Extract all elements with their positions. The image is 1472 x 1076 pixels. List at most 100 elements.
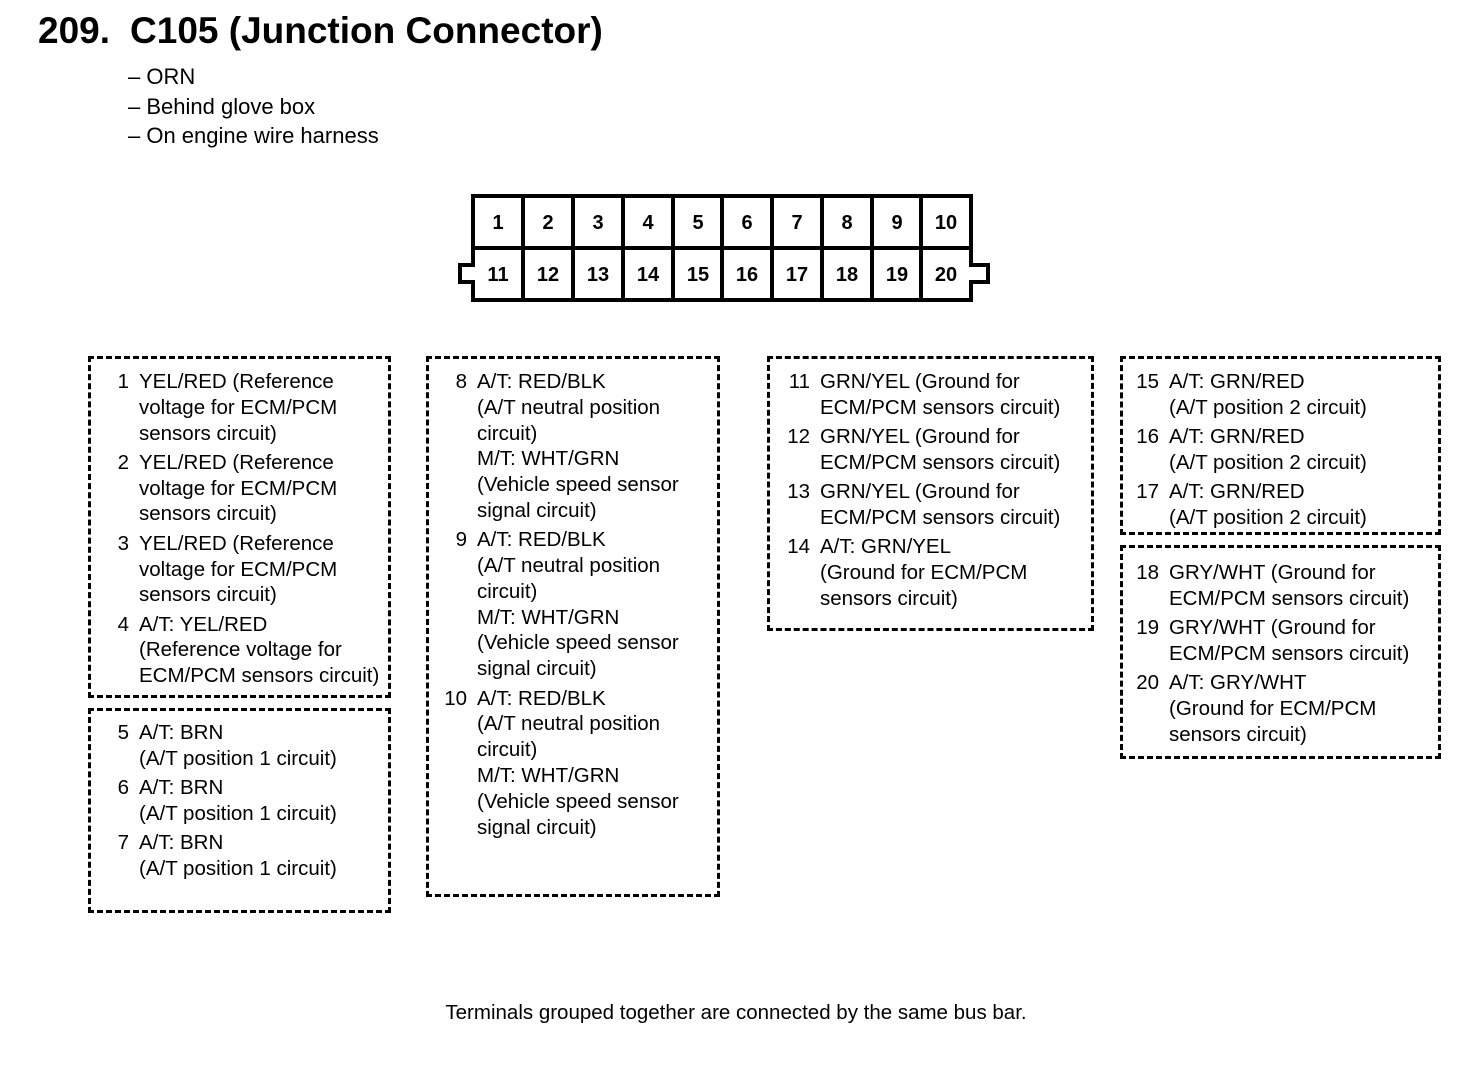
terminal-number: 7	[117, 831, 129, 855]
terminal-number: 14	[787, 535, 810, 559]
terminal-description: (Vehicle speed sensor	[477, 631, 679, 655]
terminal-description: (A/T neutral position	[477, 554, 661, 578]
terminal-5: 5	[692, 211, 704, 234]
terminal-19: 19	[885, 263, 909, 286]
terminal-description: (A/T position 2 circuit)	[1169, 505, 1367, 529]
terminal-description: (Ground for ECM/PCM	[820, 561, 1028, 585]
bus-bar-group-8-10: 8 A/T: RED/BLK (A/T neutral position cir…	[426, 356, 720, 897]
terminal-description: A/T: GRN/RED	[1169, 370, 1305, 393]
terminal-entry: 9 A/T: RED/BLK (A/T neutral position cir…	[439, 527, 717, 682]
terminal-description: A/T: GRY/WHT	[1169, 671, 1307, 695]
terminal-description: (Vehicle speed sensor	[477, 473, 679, 497]
terminal-description: voltage for ECM/PCM	[139, 395, 338, 419]
terminal-number: 19	[1136, 616, 1159, 640]
terminal-entry: 8 A/T: RED/BLK (A/T neutral position cir…	[439, 369, 717, 524]
terminal-description: signal circuit)	[477, 498, 597, 522]
terminal-description: (A/T neutral position	[477, 712, 661, 736]
terminal-15: 15	[686, 263, 710, 286]
terminal-number: 2	[117, 450, 129, 474]
terminal-13: 13	[586, 263, 610, 286]
terminal-description: A/T: BRN	[139, 831, 224, 855]
terminal-number: 5	[117, 721, 129, 744]
terminal-number: 11	[788, 370, 810, 393]
terminal-description: A/T: RED/BLK	[477, 528, 606, 552]
terminal-description: A/T: BRN	[139, 776, 224, 800]
terminal-number: 12	[787, 425, 810, 449]
section-number: 209.	[38, 10, 111, 51]
terminal-4: 4	[642, 211, 654, 234]
terminal-number: 1	[117, 370, 129, 393]
terminal-description: ECM/PCM sensors circuit)	[1169, 586, 1410, 610]
terminal-number: 15	[1136, 370, 1159, 393]
terminal-description: (Vehicle speed sensor	[477, 789, 679, 813]
terminal-description: GRN/YEL (Ground for	[820, 425, 1020, 449]
note-color: – ORN	[128, 64, 196, 89]
terminal-16: 16	[735, 263, 759, 286]
terminal-description: GRN/YEL (Ground for	[820, 370, 1020, 393]
terminal-number: 6	[117, 776, 129, 800]
terminal-description: (A/T neutral position	[477, 395, 661, 419]
terminal-number: 13	[787, 480, 810, 504]
terminal-entry: 1 YEL/RED (Reference voltage for ECM/PCM…	[101, 369, 388, 446]
terminal-description: (Ground for ECM/PCM	[1169, 696, 1377, 720]
terminal-description: YEL/RED (Reference	[139, 450, 334, 474]
terminal-entry: 20 A/T: GRY/WHT (Ground for ECM/PCM sens…	[1131, 670, 1438, 747]
terminal-entry: 2 YEL/RED (Reference voltage for ECM/PCM…	[101, 450, 388, 527]
terminal-entry: 10 A/T: RED/BLK (A/T neutral position ci…	[439, 686, 717, 841]
terminal-description: M/T: WHT/GRN	[477, 605, 620, 629]
terminal-7: 7	[791, 211, 803, 234]
connector-notes: – ORN – Behind glove box – On engine wir…	[128, 62, 379, 151]
terminal-8: 8	[841, 211, 853, 234]
terminal-entry: 15 A/T: GRN/RED (A/T position 2 circuit)	[1131, 369, 1438, 421]
terminal-description: (Reference voltage for	[139, 638, 342, 662]
terminal-entry: 13 GRN/YEL (Ground for ECM/PCM sensors c…	[782, 479, 1091, 531]
terminal-description: (A/T position 1 circuit)	[139, 801, 337, 825]
terminal-20: 20	[934, 263, 958, 286]
terminal-entry: 19 GRY/WHT (Ground for ECM/PCM sensors c…	[1131, 615, 1438, 667]
terminal-entry: 4 A/T: YEL/RED (Reference voltage for EC…	[101, 612, 388, 689]
terminal-number: 3	[117, 531, 129, 555]
terminal-entry: 16 A/T: GRN/RED (A/T position 2 circuit)	[1131, 424, 1438, 476]
terminal-description: M/T: WHT/GRN	[477, 447, 620, 471]
terminal-description: sensors circuit)	[820, 586, 958, 610]
terminal-description: sensors circuit)	[139, 421, 277, 445]
terminal-description: (A/T position 2 circuit)	[1169, 395, 1367, 419]
terminal-number: 4	[117, 612, 129, 636]
terminal-description: ECM/PCM sensors circuit)	[820, 450, 1061, 474]
terminal-1: 1	[492, 211, 504, 234]
terminal-description: A/T: YEL/RED	[139, 612, 268, 636]
terminal-description: A/T: RED/BLK	[477, 686, 606, 710]
terminal-number: 16	[1136, 425, 1159, 449]
terminal-18: 18	[835, 263, 859, 286]
terminal-number: 8	[455, 370, 467, 393]
terminal-number: 10	[444, 686, 467, 710]
terminal-entry: 11 GRN/YEL (Ground for ECM/PCM sensors c…	[782, 369, 1091, 421]
terminal-description: GRN/YEL (Ground for	[820, 480, 1020, 504]
bus-bar-group-11-14: 11 GRN/YEL (Ground for ECM/PCM sensors c…	[767, 356, 1094, 631]
terminal-entry: 18 GRY/WHT (Ground for ECM/PCM sensors c…	[1131, 560, 1438, 612]
terminal-9: 9	[891, 211, 903, 234]
terminal-description: A/T: BRN	[139, 721, 224, 744]
note-location: – Behind glove box	[128, 93, 316, 119]
terminal-2: 2	[542, 211, 554, 234]
terminal-description: ECM/PCM sensors circuit)	[1169, 641, 1410, 665]
terminal-entry: 5 A/T: BRN (A/T position 1 circuit)	[101, 720, 388, 772]
bus-bar-group-15-17: 15 A/T: GRN/RED (A/T position 2 circuit)…	[1120, 356, 1441, 535]
terminal-description: sensors circuit)	[139, 583, 277, 607]
terminal-description: signal circuit)	[477, 815, 597, 839]
terminal-description: sensors circuit)	[139, 502, 277, 526]
terminal-11: 11	[487, 263, 509, 286]
terminal-description: circuit)	[477, 738, 538, 762]
terminal-entry: 17 A/T: GRN/RED (A/T position 2 circuit)	[1131, 479, 1438, 531]
terminal-description: (A/T position 2 circuit)	[1169, 450, 1367, 474]
terminal-description: GRY/WHT (Ground for	[1169, 616, 1376, 640]
bus-bar-group-18-20: 18 GRY/WHT (Ground for ECM/PCM sensors c…	[1120, 545, 1441, 759]
terminal-10: 10	[934, 211, 958, 234]
terminal-description: ECM/PCM sensors circuit)	[820, 505, 1061, 529]
terminal-3: 3	[592, 211, 604, 234]
terminal-description: signal circuit)	[477, 657, 597, 681]
terminal-description: (A/T position 1 circuit)	[139, 856, 337, 880]
page-title: 209.C105 (Junction Connector)	[38, 8, 603, 54]
terminal-6: 6	[741, 211, 753, 234]
terminal-description: voltage for ECM/PCM	[139, 476, 338, 500]
